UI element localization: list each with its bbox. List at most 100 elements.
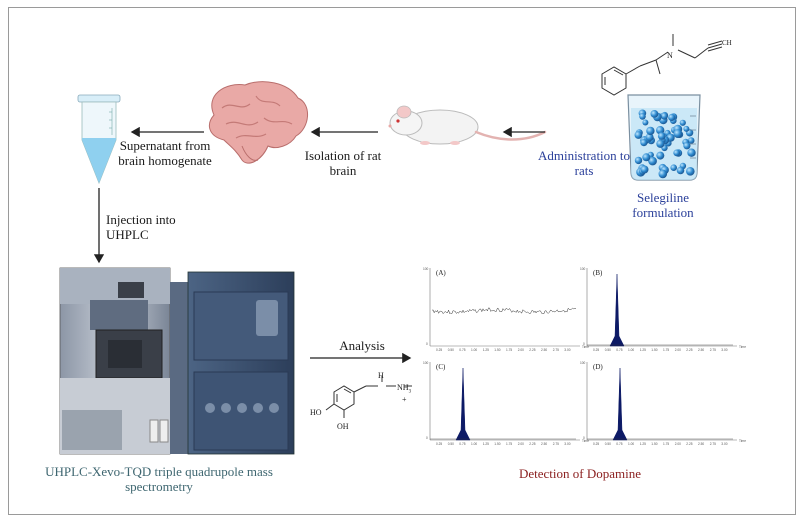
y-top-label: 100 <box>423 267 429 271</box>
x-tick-label: 2.25 <box>529 348 535 352</box>
supernatant-label: Supernatant from brain homogenate <box>118 138 212 168</box>
bead <box>656 151 665 160</box>
bead <box>679 119 686 126</box>
bead <box>658 169 668 179</box>
bead <box>687 148 696 157</box>
selegiline-ch-atom: CH <box>722 39 732 47</box>
bead <box>646 126 655 136</box>
bead <box>670 164 677 171</box>
bead <box>639 113 646 120</box>
x-tick-label: 1.75 <box>663 348 669 352</box>
x-tick-label: 0.75 <box>616 442 622 446</box>
x-tick-label: 0.50 <box>605 348 611 352</box>
x-tick-label: 2.50 <box>698 348 704 352</box>
bead <box>645 133 654 142</box>
x-tick-label: 2.50 <box>698 442 704 446</box>
x-tick-label: 2.00 <box>518 442 524 446</box>
bead <box>648 156 657 166</box>
figure-frame <box>8 7 796 515</box>
bead <box>656 139 665 148</box>
x-tick-label: 1.25 <box>483 442 489 446</box>
x-tick-label: 0.25 <box>593 348 599 352</box>
y-zero-label: 0 <box>583 436 585 440</box>
peak <box>455 367 471 441</box>
formulation-beads <box>634 109 696 179</box>
formulation-label: Selegiline formulation <box>632 190 694 220</box>
y-zero-label: 0 <box>426 436 428 440</box>
test-tube-icon <box>77 94 121 185</box>
bead <box>640 165 649 174</box>
bead <box>683 142 691 150</box>
x-tick-label: 3.00 <box>721 348 727 352</box>
x-tick-label: 0.75 <box>459 442 465 446</box>
panel-tag: (D) <box>593 363 603 371</box>
x-tick-label: 2.75 <box>710 348 716 352</box>
x-tick-label: 1.75 <box>663 442 669 446</box>
x-tick-label: 2.50 <box>541 348 547 352</box>
bead <box>634 156 643 165</box>
x-tick-label: 1.50 <box>651 442 657 446</box>
x-unit-label: Time <box>582 439 589 443</box>
panel-tag: (C) <box>436 363 446 371</box>
x-tick-label: 0.75 <box>459 348 465 352</box>
x-tick-label: 2.00 <box>675 348 681 352</box>
bead <box>640 139 648 147</box>
x-tick-label: 2.25 <box>686 348 692 352</box>
bead <box>634 131 643 139</box>
x-tick-label: 2.50 <box>541 442 547 446</box>
injection-label: Injection into UHPLC <box>106 212 176 242</box>
x-tick-label: 2.25 <box>686 442 692 446</box>
isolation-label: Isolation of rat brain <box>304 148 382 178</box>
x-tick-label: 1.50 <box>651 348 657 352</box>
x-tick-label: 3.00 <box>721 442 727 446</box>
bead <box>686 167 695 176</box>
x-tick-label: 1.25 <box>483 348 489 352</box>
x-tick-label: 1.00 <box>628 442 634 446</box>
detection-label: Detection of Dopamine <box>518 466 641 481</box>
panel-tag: (A) <box>436 269 446 277</box>
bead <box>668 113 676 122</box>
y-top-label: 100 <box>580 267 586 271</box>
x-tick-label: 0.25 <box>436 442 442 446</box>
dopamine-plus: + <box>402 395 407 404</box>
peak <box>612 367 628 441</box>
bead <box>673 129 683 139</box>
y-zero-label: 0 <box>426 342 428 346</box>
x-tick-label: 3.00 <box>564 442 570 446</box>
dopamine-nh-text: NH <box>397 383 409 392</box>
rat-icon <box>388 105 547 145</box>
instrument-icon <box>59 267 295 455</box>
x-unit-label: Time <box>582 345 589 349</box>
peak <box>609 273 625 347</box>
bead <box>660 112 668 120</box>
bead <box>676 166 685 175</box>
bead <box>687 137 695 144</box>
x-tick-label: 1.75 <box>506 348 512 352</box>
beaker-icon <box>627 94 701 181</box>
x-unit-label: Time <box>739 345 746 349</box>
x-tick-label: 1.75 <box>506 442 512 446</box>
dopamine-structure <box>325 376 412 418</box>
x-tick-label: 1.25 <box>640 442 646 446</box>
dopamine-h-atom: H <box>378 371 384 380</box>
y-zero-label: 0 <box>583 342 585 346</box>
bead <box>642 153 651 162</box>
baseline-trace <box>431 307 577 315</box>
x-tick-label: 2.75 <box>553 348 559 352</box>
bead <box>683 125 690 132</box>
y-top-label: 100 <box>423 361 429 365</box>
x-tick-label: 0.25 <box>593 442 599 446</box>
instrument-label: UHPLC-Xevo-TQD triple quadrupole mass sp… <box>45 464 273 494</box>
bead <box>642 119 649 126</box>
x-tick-label: 2.75 <box>710 442 716 446</box>
x-unit-label: Time <box>739 439 746 443</box>
selegiline-structure <box>601 34 723 96</box>
dopamine-ho-atom: HO <box>310 408 322 417</box>
chromatogram-panels: (A) 100 0 0.25 0.50 0.75 1.00 1.25 1.50 1.75 2.00 2… <box>423 267 746 446</box>
x-tick-label: 1.00 <box>628 348 634 352</box>
x-tick-label: 2.75 <box>553 442 559 446</box>
